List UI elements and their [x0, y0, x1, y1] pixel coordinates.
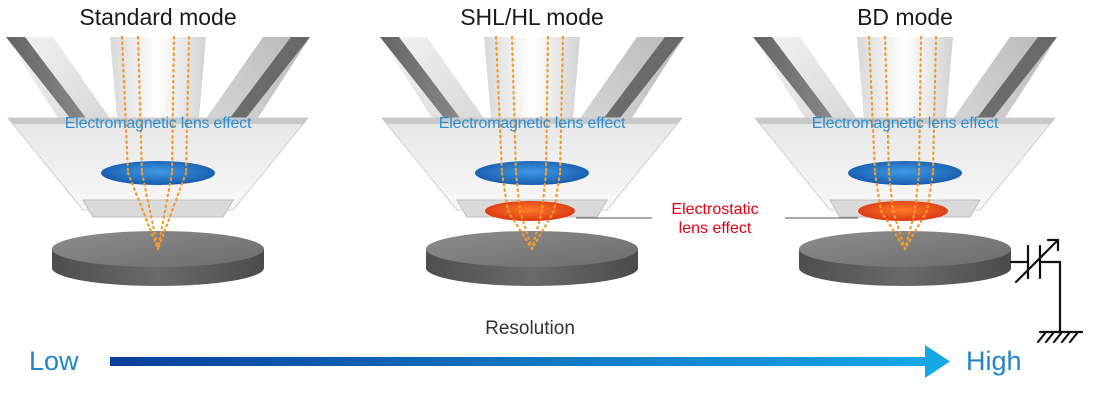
sample-stage	[426, 231, 638, 286]
electromagnetic-lens-label: Electromagnetic lens effect	[438, 115, 626, 132]
electrostatic-lens-disk	[858, 201, 948, 221]
electrostatic-lens-disk	[485, 201, 575, 221]
resolution-arrow	[110, 345, 950, 378]
panel-shl-hl-mode	[379, 35, 685, 286]
electron-beam	[494, 35, 565, 251]
sample-stage	[799, 231, 1011, 286]
electromagnetic-lens-label: Electromagnetic lens effect	[811, 115, 999, 132]
panel-standard-mode	[5, 35, 311, 286]
panel-title-shl-hl-mode: SHL/HL mode	[460, 4, 604, 30]
resolution-high-label: High	[966, 346, 1022, 376]
electromagnetic-lens-disk	[848, 161, 962, 185]
electromagnetic-lens-label: Electromagnetic lens effect	[64, 115, 252, 132]
sample-stage	[52, 231, 264, 286]
resolution-axis-label: Resolution	[485, 318, 575, 339]
electron-beam	[867, 35, 938, 251]
electromagnetic-lens-disk	[475, 161, 589, 185]
electron-beam	[120, 35, 191, 251]
electrostatic-label-line1: Electrostatic	[671, 201, 759, 218]
panel-bd-mode	[752, 35, 1058, 286]
panel-title-standard-mode: Standard mode	[79, 4, 237, 30]
resolution-low-label: Low	[29, 346, 79, 376]
electrostatic-label-line2: lens effect	[678, 220, 752, 237]
variable-bias-ground-symbol	[1009, 238, 1084, 344]
panel-title-bd-mode: BD mode	[857, 4, 953, 30]
electromagnetic-lens-disk	[101, 161, 215, 185]
electrostatic-lens-label: Electrostatic lens effect	[640, 200, 790, 238]
